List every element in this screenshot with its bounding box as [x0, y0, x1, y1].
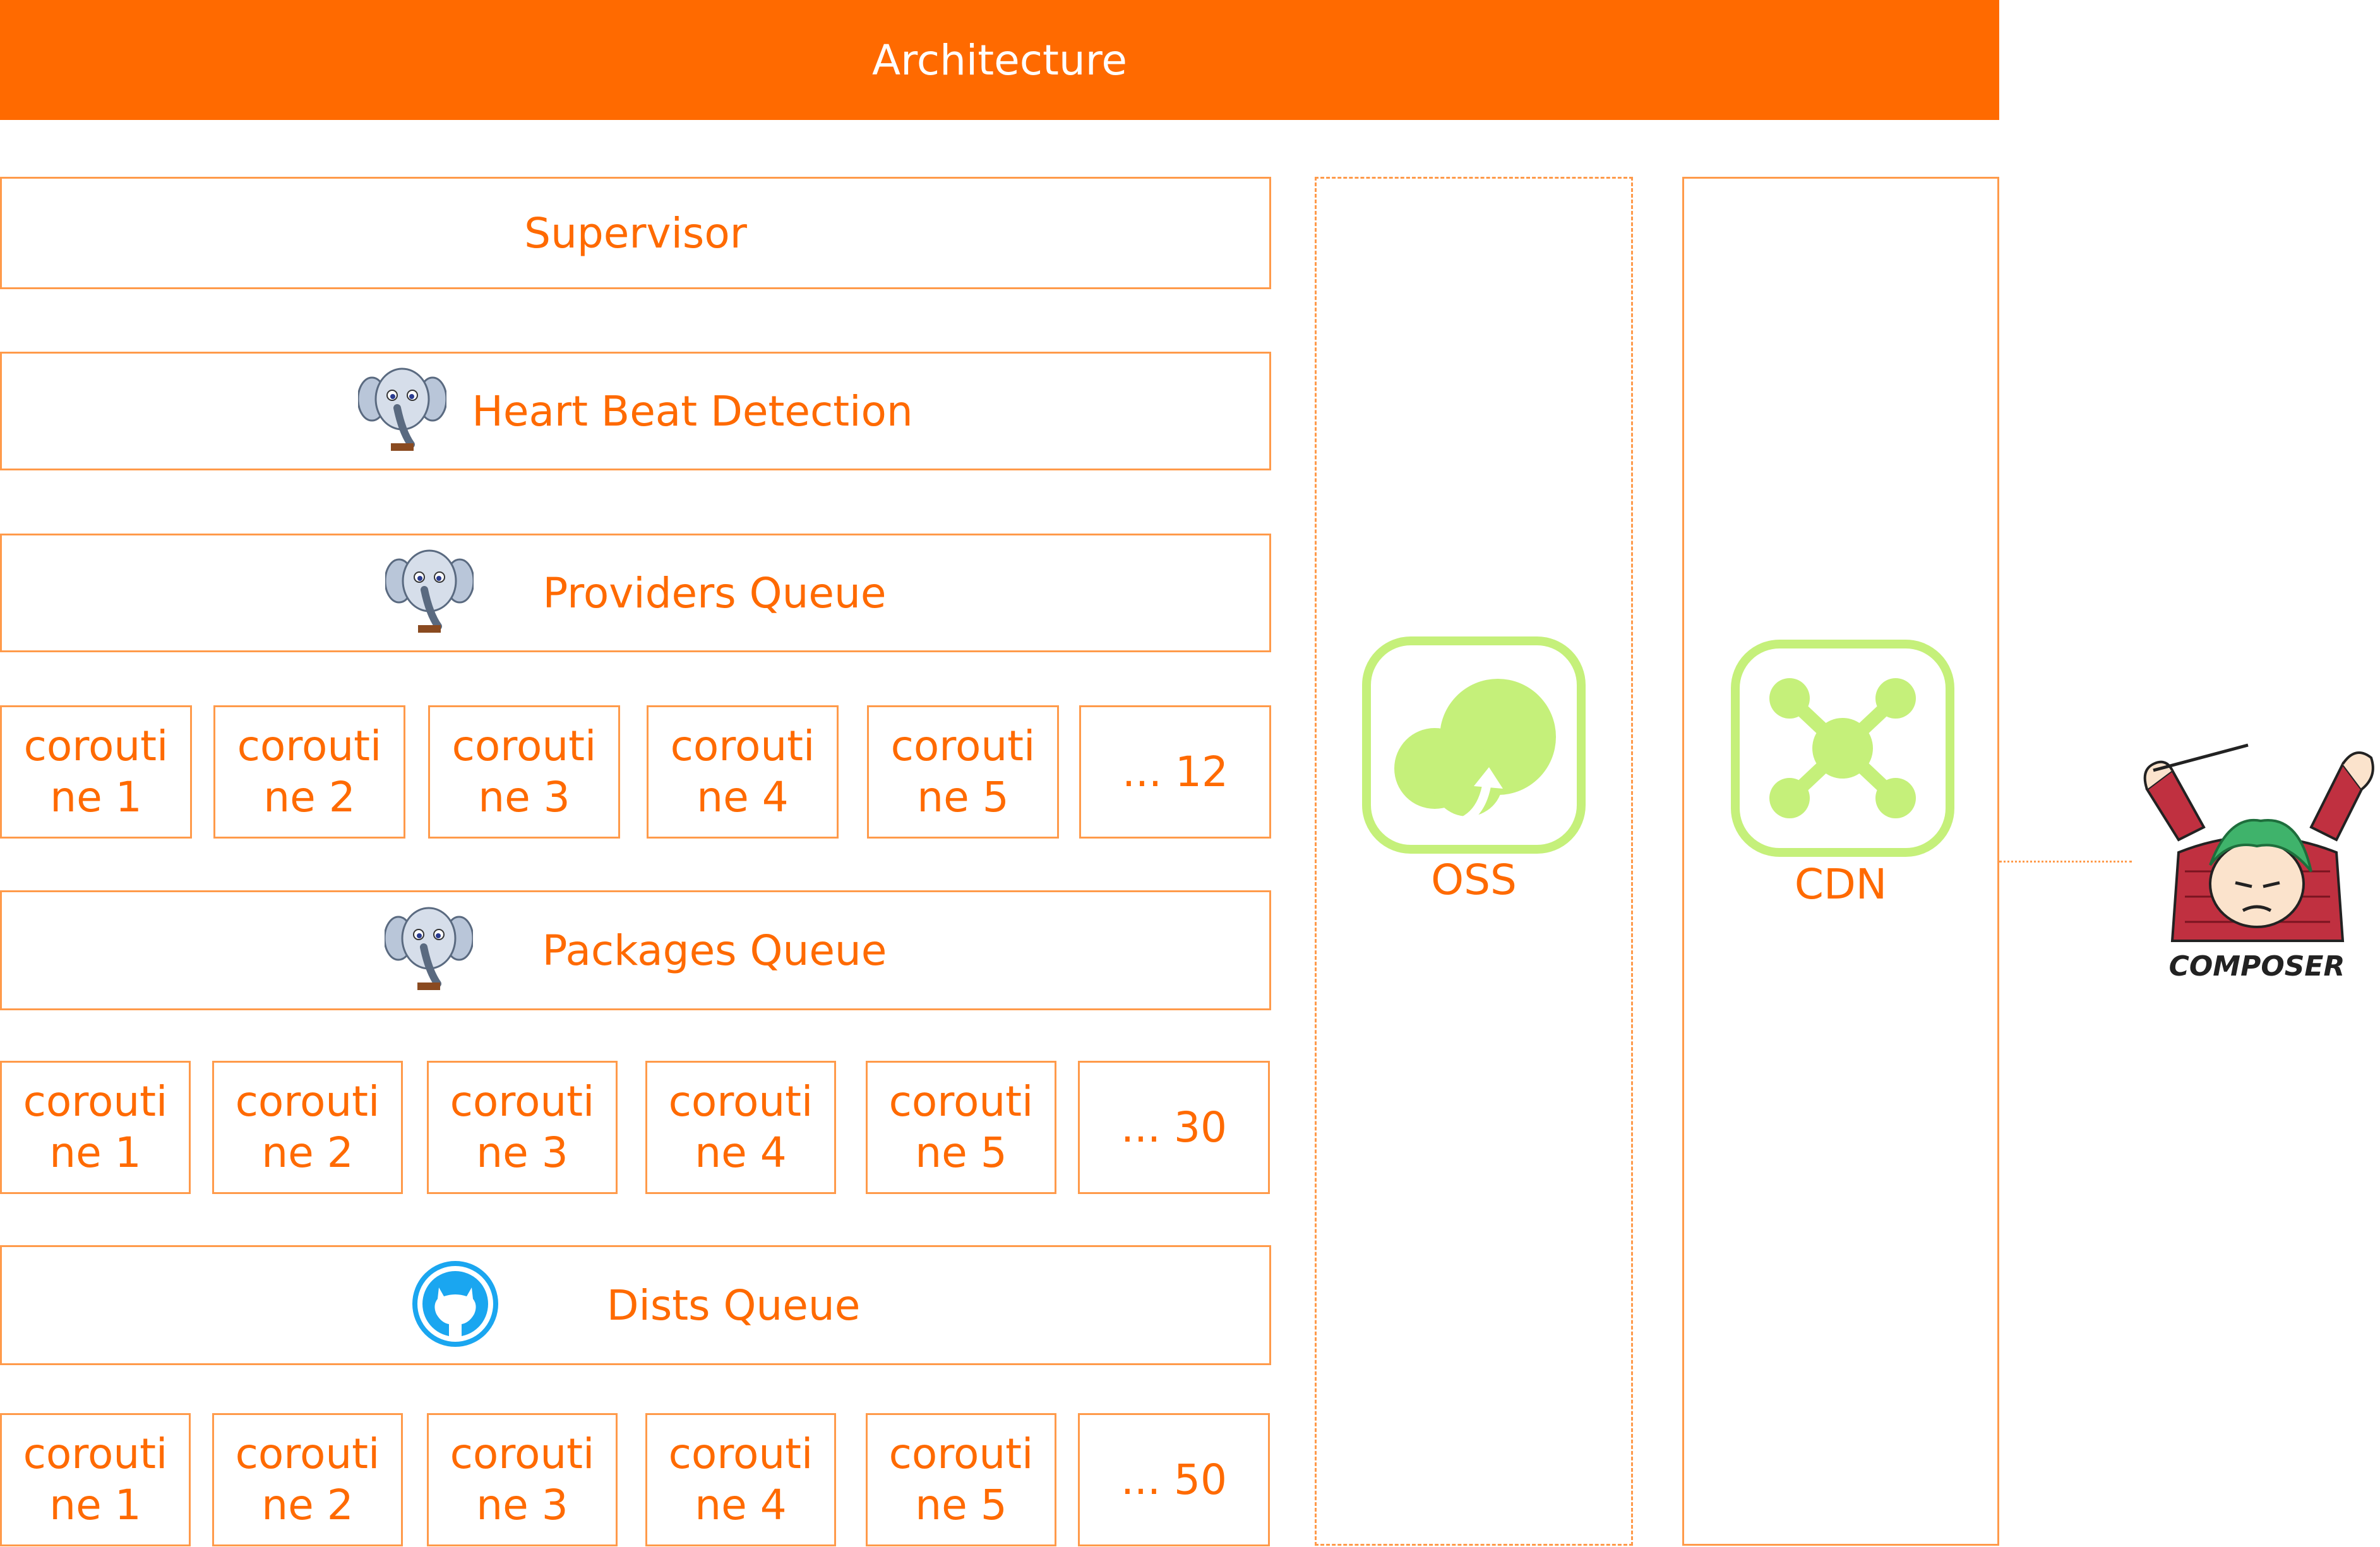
coroutine-line2: ne 4: [695, 1480, 787, 1529]
coroutine-line1: corouti: [23, 1429, 168, 1478]
oss-caption: OSS: [1315, 856, 1633, 912]
coroutine-line1: corouti: [890, 721, 1036, 770]
providers-coroutine-more: ... 12: [1079, 705, 1271, 839]
elephant-icon: [357, 362, 448, 460]
coroutine-line2: ne 1: [49, 1128, 141, 1177]
coroutine-more-label: ... 30: [1121, 1103, 1227, 1152]
coroutine-line2: ne 1: [49, 1480, 141, 1529]
coroutine-line2: ne 4: [697, 772, 789, 821]
heartbeat-label: Heart Beat Detection: [472, 386, 913, 436]
coroutine-line2: ne 3: [478, 772, 570, 821]
heartbeat-box: Heart Beat Detection: [0, 352, 1271, 470]
providers-queue-label: Providers Queue: [542, 568, 887, 618]
coroutine-line1: corouti: [668, 1077, 813, 1126]
composer-logo-text: COMPOSER: [2169, 950, 2345, 983]
oss-column: [1315, 177, 1633, 1546]
packages-queue-label: Packages Queue: [542, 926, 887, 975]
dists-queue-box: Dists Queue: [0, 1245, 1271, 1365]
coroutine-line2: ne 1: [50, 772, 142, 821]
cdn-column: [1682, 177, 1999, 1546]
coroutine-line1: corouti: [670, 721, 815, 770]
connector-line: [1999, 861, 2132, 863]
coroutine-line1: corouti: [23, 721, 169, 770]
dists-coroutine-more: ... 50: [1078, 1413, 1270, 1546]
coroutine-line2: ne 2: [261, 1128, 354, 1177]
coroutine-more-label: ... 12: [1122, 748, 1228, 796]
packages-queue-box: Packages Queue: [0, 890, 1271, 1010]
elephant-icon: [383, 902, 474, 999]
coroutine-line2: ne 4: [695, 1128, 787, 1177]
github-icon: [411, 1260, 499, 1351]
coroutine-line1: corouti: [451, 721, 597, 770]
coroutine-line1: corouti: [888, 1429, 1034, 1478]
coroutine-line1: corouti: [235, 1077, 380, 1126]
coroutine-line1: corouti: [23, 1077, 168, 1126]
coroutine-line1: corouti: [235, 1429, 380, 1478]
coroutine-more-label: ... 50: [1121, 1455, 1227, 1504]
cdn-label: CDN: [1794, 860, 1887, 909]
cdn-caption: CDN: [1682, 860, 1999, 917]
header-title: Architecture: [871, 35, 1128, 85]
oss-label: OSS: [1431, 856, 1517, 904]
providers-queue-box: Providers Queue: [0, 534, 1271, 652]
coroutine-line1: corouti: [237, 721, 382, 770]
composer-logo: COMPOSER: [2134, 732, 2380, 991]
architecture-header: Architecture: [0, 0, 1999, 120]
supervisor-box: Supervisor: [0, 177, 1271, 289]
coroutine-line2: ne 3: [476, 1480, 568, 1529]
coroutine-line1: corouti: [888, 1077, 1034, 1126]
packages-coroutine-more: ... 30: [1078, 1061, 1270, 1194]
coroutine-line2: ne 2: [261, 1480, 354, 1529]
coroutine-line1: corouti: [450, 1077, 595, 1126]
cloud-upload-icon: [1360, 635, 1588, 856]
coroutine-line2: ne 2: [263, 772, 356, 821]
elephant-icon: [384, 544, 475, 642]
coroutine-line2: ne 5: [915, 1128, 1007, 1177]
coroutine-line2: ne 5: [917, 772, 1009, 821]
network-hub-icon: [1729, 638, 1956, 859]
composer-conductor-icon: COMPOSER: [2143, 743, 2374, 983]
coroutine-line2: ne 3: [476, 1128, 568, 1177]
dists-queue-label: Dists Queue: [606, 1281, 861, 1330]
coroutine-line1: corouti: [450, 1429, 595, 1478]
coroutine-line2: ne 5: [915, 1480, 1007, 1529]
coroutine-line1: corouti: [668, 1429, 813, 1478]
supervisor-label: Supervisor: [524, 208, 747, 258]
